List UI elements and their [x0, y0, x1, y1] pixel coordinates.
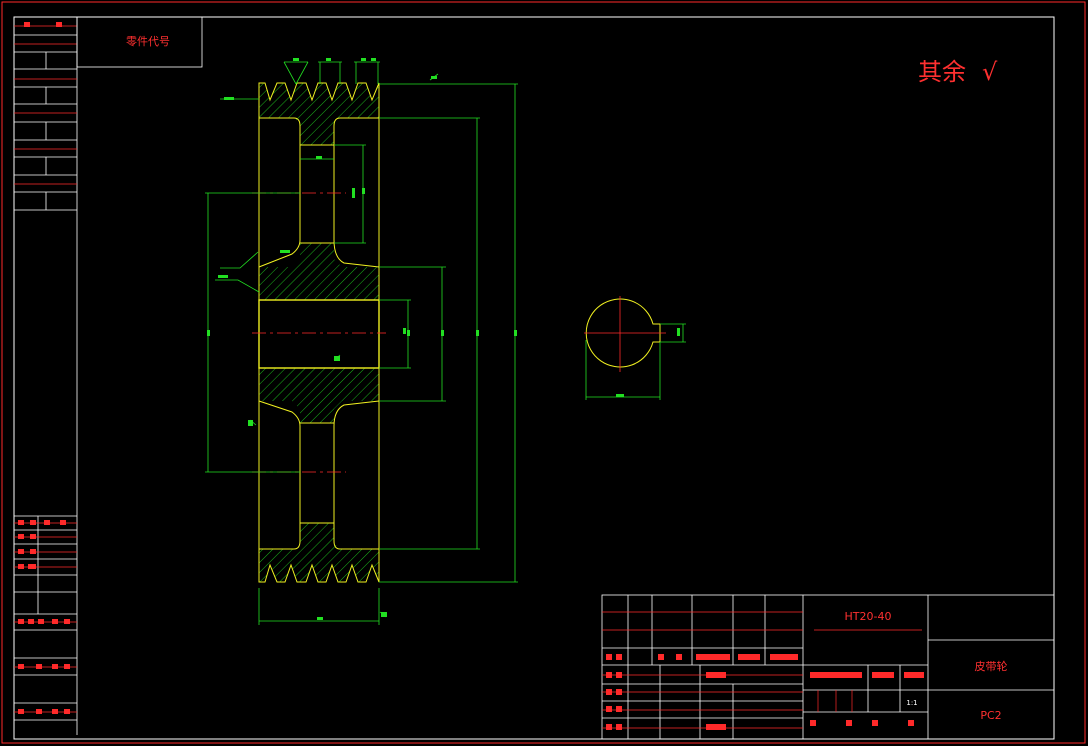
bore [258, 299, 380, 369]
scale-label: 1:1 [906, 699, 917, 707]
lower-rim-hatch [259, 523, 379, 582]
part-name-label: 皮带轮 [975, 659, 1008, 673]
roughness-symbol-icon: √ [982, 58, 998, 86]
upper-rim-hatch [259, 83, 379, 145]
upper-hub-hatch [259, 243, 379, 300]
pulley-section-view [252, 82, 386, 583]
left-strip-red-lines [14, 25, 77, 713]
part-code-box: 零件代号 [76, 16, 203, 68]
inner-border [13, 16, 1055, 740]
surface-finish-note: 其余 √ [918, 58, 998, 86]
surface-note-text: 其余 [918, 58, 966, 86]
dimension-lines [205, 61, 518, 625]
dimension-value-marks [207, 58, 517, 620]
lower-hub-hatch [259, 368, 379, 423]
pulley-bottom-outline [258, 549, 380, 583]
material-label: HT20-40 [845, 610, 892, 623]
pulley-top-outline [258, 82, 380, 118]
drawing-number-label: PC2 [980, 709, 1001, 722]
keyway-bore-outline [585, 298, 661, 368]
part-code-label: 零件代号 [126, 35, 170, 48]
left-title-strip [14, 17, 78, 735]
title-block: HT20-40 皮带轮 PC2 1:1 [601, 594, 1055, 740]
hub-end-view [584, 296, 686, 400]
left-strip-cell-marks [18, 22, 70, 714]
